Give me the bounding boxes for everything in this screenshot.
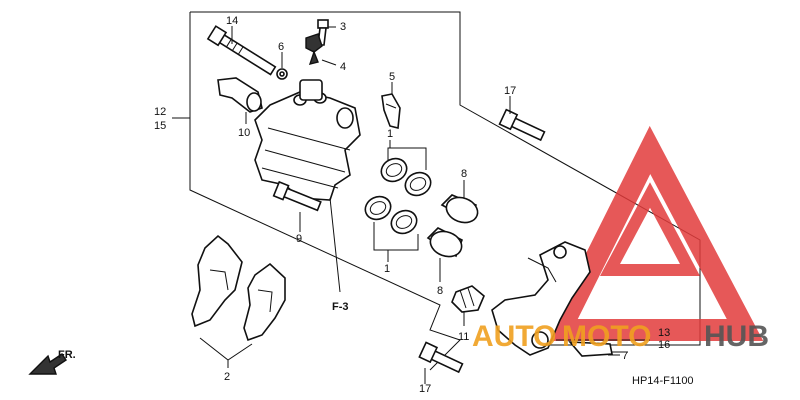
pad-retainer (568, 341, 613, 357)
pad-spring (381, 93, 401, 130)
caliper-bolt (272, 180, 322, 212)
bleed-cap (305, 33, 323, 65)
callout-6: 6 (278, 41, 284, 53)
callout-8-lower: 8 (437, 285, 443, 297)
slide-pin-bolt (206, 25, 277, 76)
callout-1-upper: 1 (387, 128, 393, 140)
callout-8-upper: 8 (461, 168, 467, 180)
callout-3: 3 (340, 21, 346, 33)
watermark-moto: MOTO (562, 320, 651, 353)
watermark-text: AUTO MOTO HUB (472, 320, 769, 353)
front-direction-arrow: FR. (28, 349, 76, 375)
callout-4: 4 (340, 61, 346, 73)
callout-17-lower: 17 (419, 383, 431, 395)
caliper-bracket (491, 241, 591, 356)
callout-5: 5 (389, 71, 395, 83)
washer (276, 68, 288, 80)
callout-10: 10 (238, 127, 250, 139)
watermark-triangle (542, 125, 764, 341)
leader-lines (199, 26, 650, 384)
callout-14: 14 (226, 15, 238, 27)
bracket-bolt-upper (498, 108, 546, 142)
callout-9: 9 (296, 233, 302, 245)
direction-label: FR. (58, 349, 76, 361)
callout-7: 7 (622, 350, 628, 362)
callout-13: 13 (658, 327, 670, 339)
brake-pads (191, 234, 286, 342)
callouts: 14 3 6 4 5 12 15 10 1 17 8 9 1 8 F-3 11 … (154, 15, 694, 395)
watermark-auto: AUTO (472, 320, 556, 353)
callout-12: 12 (154, 106, 166, 118)
callout-2: 2 (224, 371, 230, 383)
bracket-bolt-lower (418, 341, 464, 374)
callout-11: 11 (458, 331, 469, 343)
pistons (426, 194, 479, 258)
piston-seals (364, 157, 432, 235)
diagram-code: HP14-F1100 (632, 375, 694, 387)
watermark-hub: HUB (704, 320, 769, 353)
callout-1-lower: 1 (384, 263, 390, 275)
callout-17-upper: 17 (504, 85, 516, 97)
pin-boot (217, 77, 263, 113)
callout-16: 16 (658, 339, 670, 351)
reference-f3: F-3 (332, 301, 349, 313)
bracket-boot (451, 285, 485, 313)
caliper-body (254, 79, 361, 201)
callout-15: 15 (154, 120, 166, 132)
